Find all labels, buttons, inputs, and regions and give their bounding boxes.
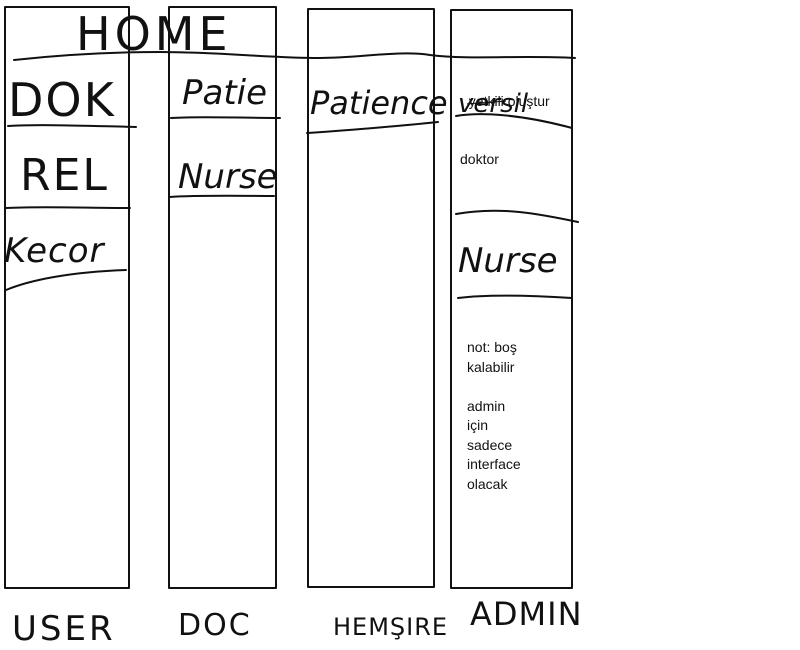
struck-word: yetkili	[469, 92, 504, 112]
hemsire-item-patience: Patience	[310, 84, 448, 122]
column-hemsire-frame	[307, 8, 435, 588]
hemsire-divider-1	[306, 121, 439, 134]
admin-divider-2	[455, 209, 579, 223]
footer-hemsire: HEMŞIRE	[333, 613, 448, 641]
doc-divider-1	[170, 116, 281, 119]
user-divider-2	[5, 206, 131, 209]
admin-divider-3	[457, 294, 573, 299]
doc-divider-2	[169, 194, 275, 198]
admin-note-interface: not: boş kalabilir admin için sadece int…	[467, 339, 521, 492]
admin-note-create-authorized: yetkili oluştur	[461, 72, 550, 111]
footer-admin: ADMIN	[470, 595, 583, 633]
user-divider-3	[5, 269, 127, 291]
footer-user: USER	[12, 609, 116, 649]
home-label: HOME	[76, 7, 232, 61]
home-divider-line	[13, 51, 576, 61]
footer-doc: DOC	[178, 608, 252, 643]
column-user-frame	[4, 6, 130, 589]
admin-item-nurse: Nurse	[458, 241, 558, 281]
doc-item-nurse: Nurse	[178, 157, 278, 197]
column-doc-frame	[168, 6, 277, 589]
create-word: oluştur	[507, 92, 550, 109]
admin-divider-1	[455, 113, 573, 129]
doc-item-patie: Patie	[182, 73, 267, 113]
user-divider-1	[7, 124, 137, 128]
user-item-rel: REL	[20, 150, 109, 201]
column-admin-frame	[450, 9, 573, 589]
user-item-dok: DOK	[8, 73, 116, 127]
user-item-kecor: Kecor	[4, 231, 105, 271]
admin-note-doktor: doktor	[460, 151, 499, 167]
